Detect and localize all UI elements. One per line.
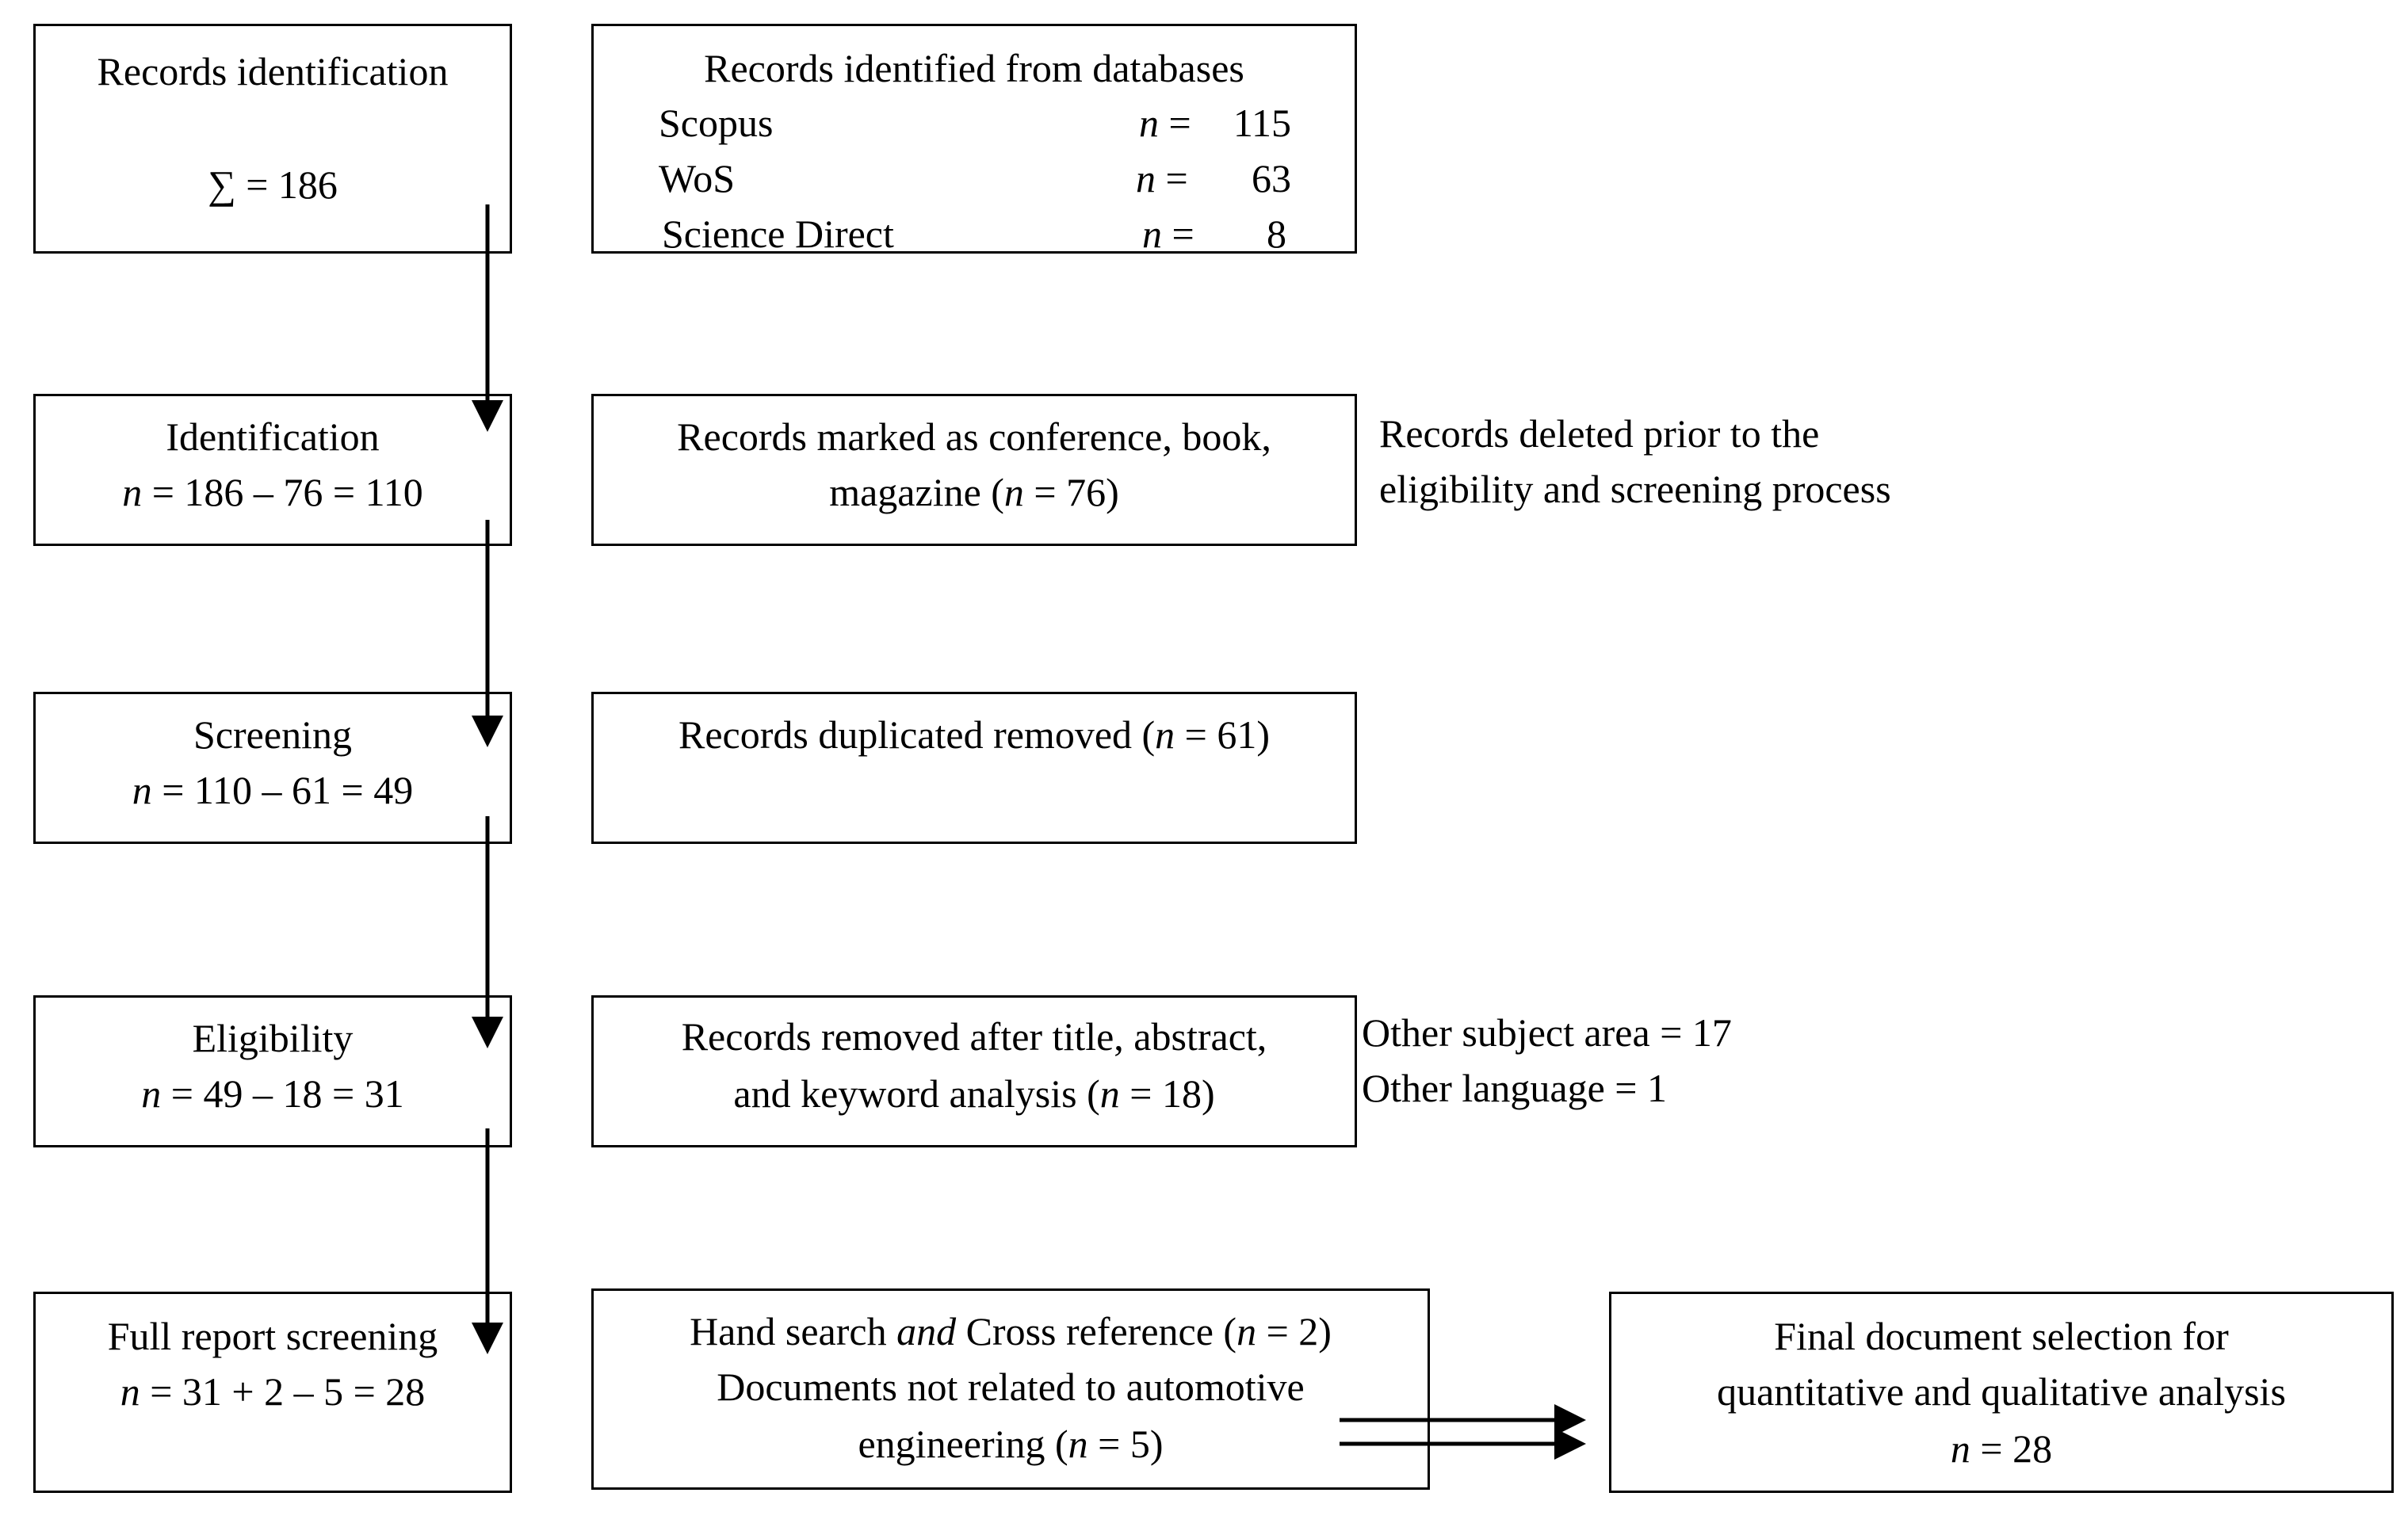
databases-title: Records identified from databases — [704, 46, 1244, 90]
final-line3: n = 28 — [1950, 1426, 2053, 1471]
identification-label: Identification — [166, 414, 380, 459]
full-report-label: Full report screening — [107, 1314, 438, 1358]
screening-equation: n = 110 – 61 = 49 — [132, 768, 414, 812]
full-report-equation: n = 31 + 2 – 5 = 28 — [120, 1369, 426, 1414]
database-value-wos: 63 — [1252, 156, 1291, 200]
hand-search-line3: engineering (n = 5) — [858, 1422, 1164, 1466]
database-n-science-direct: n = — [1142, 212, 1194, 256]
eligibility-equation: n = 49 – 18 = 31 — [141, 1071, 404, 1116]
hand-search-box: Hand search and Cross reference (n = 2) … — [591, 1288, 1430, 1490]
eligibility-box: Eligibility n = 49 – 18 = 31 — [33, 995, 512, 1147]
marked-box: Records marked as conference, book, maga… — [591, 394, 1357, 546]
final-line2: quantitative and qualitative analysis — [1717, 1369, 2286, 1414]
hand-search-line2: Documents not related to automotive — [717, 1365, 1305, 1409]
database-n-wos: n = — [1136, 156, 1188, 200]
identification-box: Identification n = 186 – 76 = 110 — [33, 394, 512, 546]
identification-equation: n = 186 – 76 = 110 — [122, 470, 423, 514]
database-name-scopus: Scopus — [659, 101, 774, 145]
marked-line2: magazine (n = 76) — [829, 470, 1119, 514]
marked-line1: Records marked as conference, book, — [677, 414, 1271, 459]
database-value-science-direct: 8 — [1267, 212, 1286, 256]
records-sum: ∑ = 186 — [208, 162, 338, 207]
removed-box: Records removed after title, abstract, a… — [591, 995, 1357, 1147]
eligibility-label: Eligibility — [192, 1016, 354, 1060]
records-identification-label: Records identification — [97, 49, 449, 94]
removed-line1: Records removed after title, abstract, — [681, 1014, 1267, 1059]
deleted-note-line2: eligibility and screening process — [1379, 467, 1891, 511]
deleted-note-line1: Records deleted prior to the — [1379, 411, 1820, 456]
final-selection-box: Final document selection for quantitativ… — [1609, 1292, 2394, 1493]
removed-note-line2: Other language = 1 — [1362, 1066, 1668, 1110]
screening-box: Screening n = 110 – 61 = 49 — [33, 692, 512, 844]
final-line1: Final document selection for — [1774, 1314, 2229, 1358]
hand-search-line1: Hand search and Cross reference (n = 2) — [690, 1309, 1332, 1353]
duplicated-text: Records duplicated removed (n = 61) — [678, 712, 1271, 757]
screening-label: Screening — [193, 712, 352, 757]
database-name-wos: WoS — [659, 156, 735, 200]
removed-line2: and keyword analysis (n = 18) — [733, 1071, 1215, 1116]
removed-note-line1: Other subject area = 17 — [1362, 1010, 1732, 1055]
databases-box: Records identified from databases Scopus… — [591, 24, 1357, 254]
database-n-scopus: n = — [1139, 101, 1191, 145]
database-name-science-direct: Science Direct — [662, 212, 894, 256]
records-identification-box: Records identification ∑ = 186 — [33, 24, 512, 254]
duplicated-box: Records duplicated removed (n = 61) — [591, 692, 1357, 844]
database-value-scopus: 115 — [1233, 101, 1291, 145]
full-report-box: Full report screening n = 31 + 2 – 5 = 2… — [33, 1292, 512, 1493]
